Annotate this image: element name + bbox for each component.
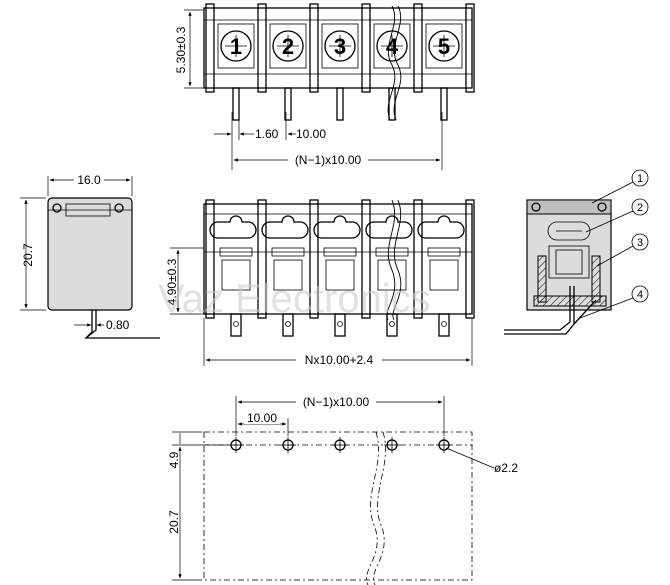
solder-pin — [232, 87, 240, 121]
clamp-screw — [313, 215, 361, 239]
pcb-footprint: (N−1)x10.00 10.00 4.9 20.7 ø2.2 — [167, 394, 518, 585]
clamp-body — [273, 259, 303, 291]
side-view-body — [47, 197, 133, 311]
front-barrier — [413, 199, 423, 319]
position-number: 3 — [334, 34, 346, 59]
callout-2: 2 — [637, 202, 643, 214]
dim-length-front: Nx10.00+2.4 — [305, 353, 374, 367]
front-barrier — [361, 199, 371, 319]
front-clamps — [209, 215, 465, 291]
break-line — [393, 5, 402, 121]
top-barrier — [257, 3, 267, 93]
footprint-outline — [203, 431, 473, 581]
front-barrier — [465, 199, 475, 319]
front-barrier — [257, 199, 267, 319]
callout-4: 4 — [637, 289, 643, 301]
solder-pin — [386, 313, 398, 337]
dim-pin-side: 0.80 — [106, 318, 130, 332]
position-number: 2 — [282, 34, 294, 59]
position-number: 5 — [438, 34, 450, 59]
dim-hole-footprint: ø2.2 — [494, 461, 518, 475]
dim-span-footprint: (N−1)x10.00 — [303, 395, 370, 409]
clamp-body — [429, 259, 459, 291]
footprint-holes — [228, 437, 452, 453]
front-view: 4.90±0.3 Nx10.00+2.4 — [165, 199, 475, 367]
dim-pitch-footprint: 10.00 — [247, 411, 277, 425]
watermark-text: Vaz Electronics — [158, 277, 431, 321]
solder-pin — [282, 313, 294, 337]
terminal-cell — [373, 23, 411, 69]
terminal-cell — [321, 23, 359, 69]
section-screw — [547, 221, 591, 241]
solder-pin — [334, 313, 346, 337]
clamp-screw — [209, 215, 257, 239]
top-barrier — [205, 3, 215, 93]
terminal-cell — [217, 23, 255, 69]
screw-head — [220, 30, 252, 62]
break-line — [392, 199, 402, 321]
top-barrier — [413, 3, 423, 93]
section-top-cover — [526, 199, 612, 215]
dim-pitch-top: 10.00 — [296, 127, 326, 141]
front-barrier — [205, 199, 215, 319]
solder-pin — [284, 87, 292, 121]
dim-height-top: 5.30±0.3 — [174, 26, 188, 73]
callout-1: 1 — [637, 173, 643, 185]
dim-depth-footprint: 20.7 — [167, 510, 181, 534]
clamp-body — [325, 259, 355, 291]
front-pins — [230, 313, 450, 337]
front-barriers — [205, 199, 475, 319]
front-barrier — [309, 199, 319, 319]
screw-head — [324, 30, 356, 62]
break-line — [387, 5, 396, 121]
dim-width-side: 16.0 — [77, 173, 101, 187]
dim-height-side: 20.7 — [21, 243, 35, 267]
dim-pin-top: 1.60 — [255, 127, 279, 141]
top-barrier — [361, 3, 371, 93]
solder-pin — [336, 87, 344, 121]
top-barrier — [465, 3, 475, 93]
terminal-cell — [269, 23, 307, 69]
screw-head — [428, 30, 460, 62]
dim-height-front: 4.90±0.3 — [165, 258, 179, 305]
clamp-screw — [417, 215, 465, 239]
top-barrier — [309, 3, 319, 93]
section-view: 1 2 3 4 — [504, 169, 649, 335]
break-line — [386, 199, 396, 321]
terminal-cell — [425, 23, 463, 69]
solder-pin — [438, 313, 450, 337]
solder-pin — [440, 87, 448, 121]
dim-span-top: (N−1)x10.00 — [295, 153, 362, 167]
top-barriers — [205, 3, 475, 93]
callout-3: 3 — [637, 237, 643, 249]
clamp-screw — [261, 215, 309, 239]
top-pins — [232, 87, 448, 121]
screw-head — [272, 30, 304, 62]
position-number: 1 — [230, 34, 242, 59]
clamp-body — [221, 259, 251, 291]
dim-offset-footprint: 4.9 — [167, 451, 181, 468]
side-view: 16.0 20.7 0.80 — [20, 172, 160, 339]
clamp-body — [377, 259, 407, 291]
clamp-screw — [365, 215, 413, 239]
solder-pin — [230, 313, 242, 337]
